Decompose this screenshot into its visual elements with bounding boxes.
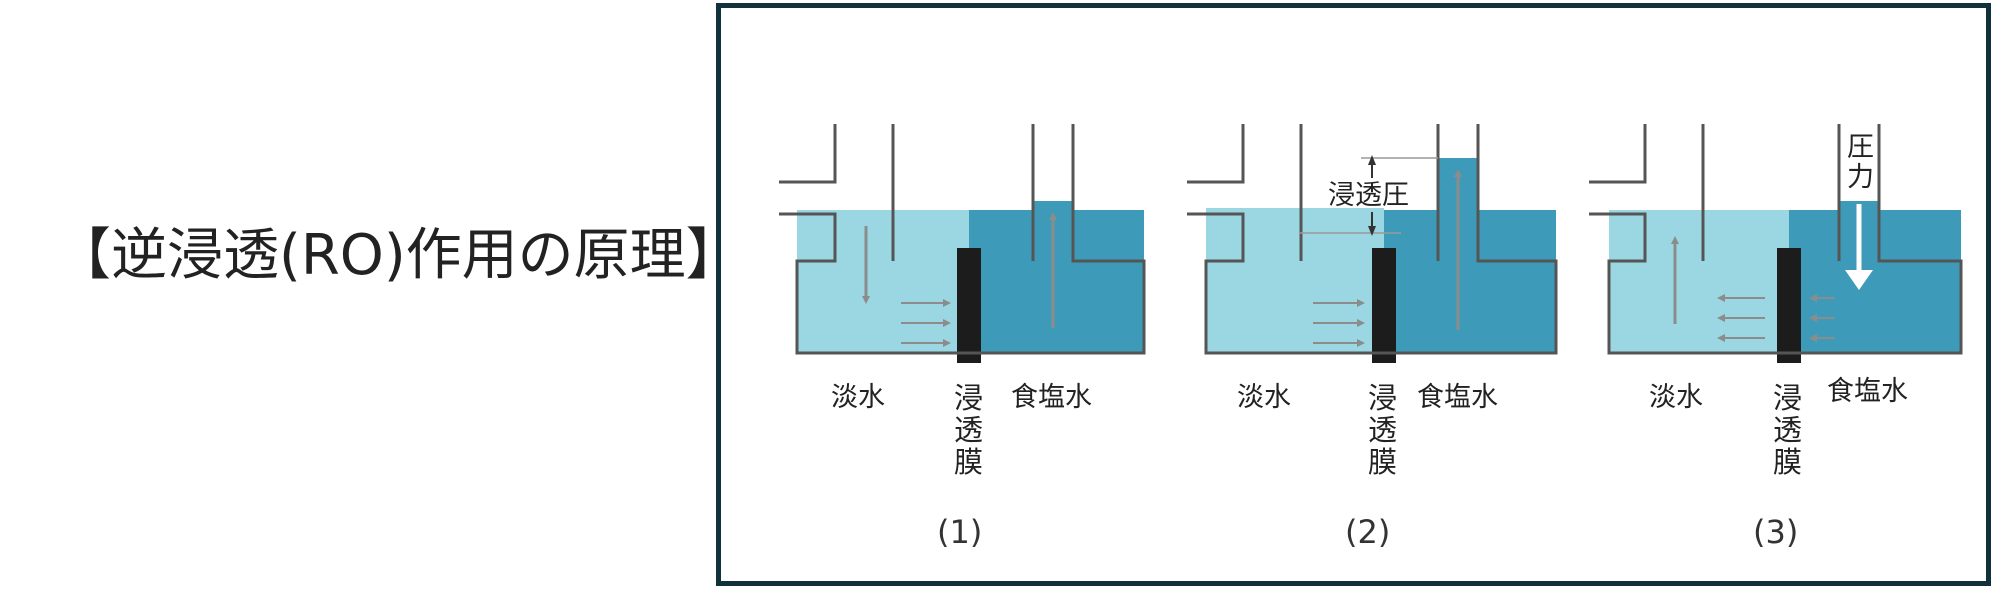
membrane-label-char: 膜 bbox=[1773, 445, 1802, 479]
membrane-label-char: 浸 bbox=[1773, 381, 1802, 415]
salt-water-label: 食塩水 bbox=[1011, 382, 1092, 413]
fresh-water-column-fill bbox=[1243, 233, 1299, 238]
osmotic-pressure-label: 浸透圧 bbox=[1328, 180, 1409, 211]
panel-caption: (3) bbox=[1753, 513, 1798, 551]
membrane bbox=[957, 248, 981, 363]
fresh-water-label: 淡水 bbox=[1237, 382, 1291, 413]
pressure-arrowhead bbox=[1845, 270, 1873, 290]
membrane-label-char: 膜 bbox=[954, 445, 983, 479]
diagram-frame: 淡水 浸 透 膜 食塩水 (1) 浸透圧 淡水 浸 透 膜 食塩水 (2) bbox=[716, 3, 1991, 586]
panel-1: 淡水 浸 透 膜 食塩水 (1) bbox=[779, 124, 1146, 551]
fresh-water-label: 淡水 bbox=[831, 382, 885, 413]
membrane bbox=[1777, 248, 1801, 363]
vessel-outline bbox=[1187, 124, 1558, 355]
membrane-label-char: 浸 bbox=[1368, 381, 1397, 415]
pressure-label-char: 力 bbox=[1847, 162, 1874, 193]
membrane-label-char: 膜 bbox=[1368, 445, 1397, 479]
salt-water-label: 食塩水 bbox=[1417, 382, 1498, 413]
membrane bbox=[1372, 248, 1396, 363]
panel-2: 浸透圧 淡水 浸 透 膜 食塩水 (2) bbox=[1187, 124, 1558, 551]
membrane-label-char: 浸 bbox=[954, 381, 983, 415]
fresh-water-column-fill bbox=[835, 228, 891, 233]
panel-caption: (2) bbox=[1345, 513, 1390, 551]
membrane-label-char: 透 bbox=[1368, 413, 1397, 447]
vessel-outline bbox=[1589, 124, 1963, 355]
panel-caption: (1) bbox=[937, 513, 982, 551]
fresh-water-label: 淡水 bbox=[1649, 382, 1703, 413]
fresh-water-column-fill bbox=[1645, 228, 1701, 263]
fresh-water-fill bbox=[1206, 208, 1384, 353]
pressure-label-char: 圧 bbox=[1847, 132, 1874, 163]
membrane-label-char: 透 bbox=[1773, 413, 1802, 447]
salt-water-label: 食塩水 bbox=[1827, 376, 1908, 407]
panel-3: 圧 力 淡水 浸 透 膜 食塩水 (3) bbox=[1589, 124, 1963, 551]
fresh-water-fill bbox=[797, 210, 969, 353]
diagram-title: 【逆浸透(RO)作用の原理】 bbox=[55, 223, 742, 288]
vessel-outline bbox=[779, 124, 1146, 355]
membrane-label-char: 透 bbox=[954, 413, 983, 447]
ro-diagram: 淡水 浸 透 膜 食塩水 (1) 浸透圧 淡水 浸 透 膜 食塩水 (2) bbox=[779, 124, 1963, 551]
